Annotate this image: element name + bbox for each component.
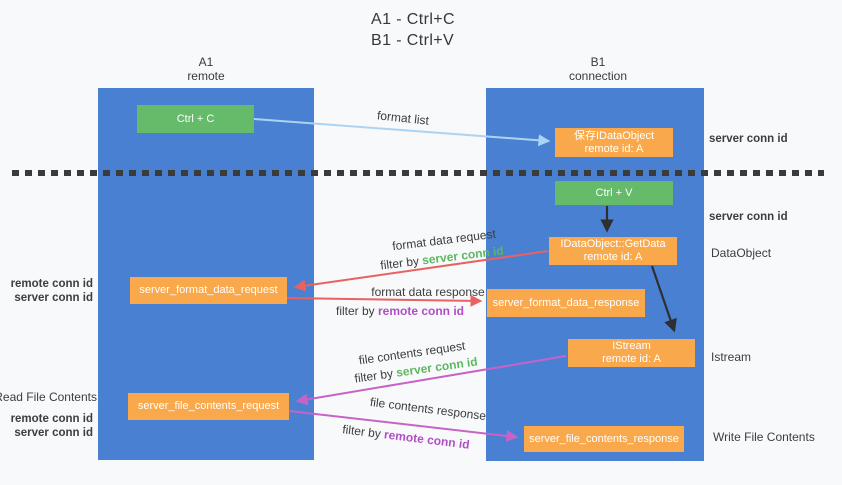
- box-ctrl-c: Ctrl + C: [137, 105, 254, 133]
- box-save-idataobject-line2: remote id: A: [584, 142, 644, 155]
- left-label-remote-conn-id-2: remote conn id: [10, 413, 93, 425]
- column-header-b1: B1 connection: [535, 55, 661, 83]
- title-line-2: B1 - Ctrl+V: [371, 32, 455, 49]
- column-b1-name: B1: [590, 55, 606, 69]
- right-label-server-conn-id-2: server conn id: [709, 211, 788, 223]
- label-format-data-response: format data response: [371, 285, 485, 299]
- column-a1-name: A1: [198, 55, 214, 69]
- title-line-1: A1 - Ctrl+C: [371, 11, 455, 28]
- label-file-contents-response: file contents response: [369, 394, 487, 424]
- box-server-format-data-request: server_format_data_request: [130, 277, 287, 304]
- label-filter-by-remote-2: filter by remote conn id: [342, 422, 471, 451]
- left-label-server-conn-id-2: server conn id: [14, 427, 93, 439]
- box-server-file-contents-response-label: server_file_contents_response: [529, 432, 679, 445]
- filter-by-text: filter by: [341, 422, 386, 442]
- filter-by-text: filter by: [379, 253, 423, 273]
- box-idataobject-getdata-line1: IDataObject::GetData: [560, 238, 666, 250]
- filter-by-text: filter by: [353, 365, 398, 386]
- column-header-a1: A1 remote: [143, 55, 269, 83]
- box-ctrl-v: Ctrl + V: [555, 181, 673, 205]
- right-label-istream: Istream: [711, 350, 752, 364]
- left-label-server-conn-id-1: server conn id: [14, 292, 93, 304]
- box-server-file-contents-response: server_file_contents_response: [524, 426, 684, 452]
- box-istream-line2: remote id: A: [602, 353, 661, 365]
- right-label-write-file-contents: Write File Contents: [713, 430, 815, 444]
- box-server-file-contents-request: server_file_contents_request: [128, 393, 289, 420]
- box-idataobject-getdata: IDataObject::GetData remote id: A: [549, 237, 677, 265]
- label-filter-by-remote-1: filter by remote conn id: [336, 304, 464, 318]
- box-save-idataobject-line1: 保存IDataObject: [573, 129, 655, 142]
- box-server-file-contents-request-label: server_file_contents_request: [137, 400, 280, 412]
- diagram-title: A1 - Ctrl+C B1 - Ctrl+V: [371, 9, 455, 51]
- label-format-list: format list: [376, 108, 430, 128]
- box-ctrl-v-label: Ctrl + V: [595, 186, 633, 199]
- box-server-format-data-response-label: server_format_data_response: [492, 296, 640, 309]
- left-label-remote-conn-id-1: remote conn id: [10, 278, 93, 290]
- column-a1-role: remote: [187, 68, 225, 83]
- right-label-dataobject: DataObject: [711, 246, 772, 260]
- left-label-read-file-contents: Read File Contents: [0, 390, 97, 404]
- box-istream: IStream remote id: A: [568, 339, 695, 367]
- filter-by-text: filter by: [335, 304, 378, 318]
- box-server-format-data-request-label: server_format_data_request: [139, 284, 278, 296]
- box-istream-line1: IStream: [612, 340, 651, 352]
- remote-conn-id-text: remote conn id: [383, 427, 471, 452]
- box-server-format-data-response: server_format_data_response: [487, 289, 645, 317]
- remote-conn-id-text: remote conn id: [378, 304, 465, 318]
- column-b1-role: connection: [568, 68, 628, 83]
- box-save-idataobject: 保存IDataObject remote id: A: [555, 128, 673, 157]
- box-ctrl-c-label: Ctrl + C: [176, 112, 215, 125]
- right-label-server-conn-id-1: server conn id: [709, 133, 788, 145]
- box-idataobject-getdata-line2: remote id: A: [583, 251, 643, 263]
